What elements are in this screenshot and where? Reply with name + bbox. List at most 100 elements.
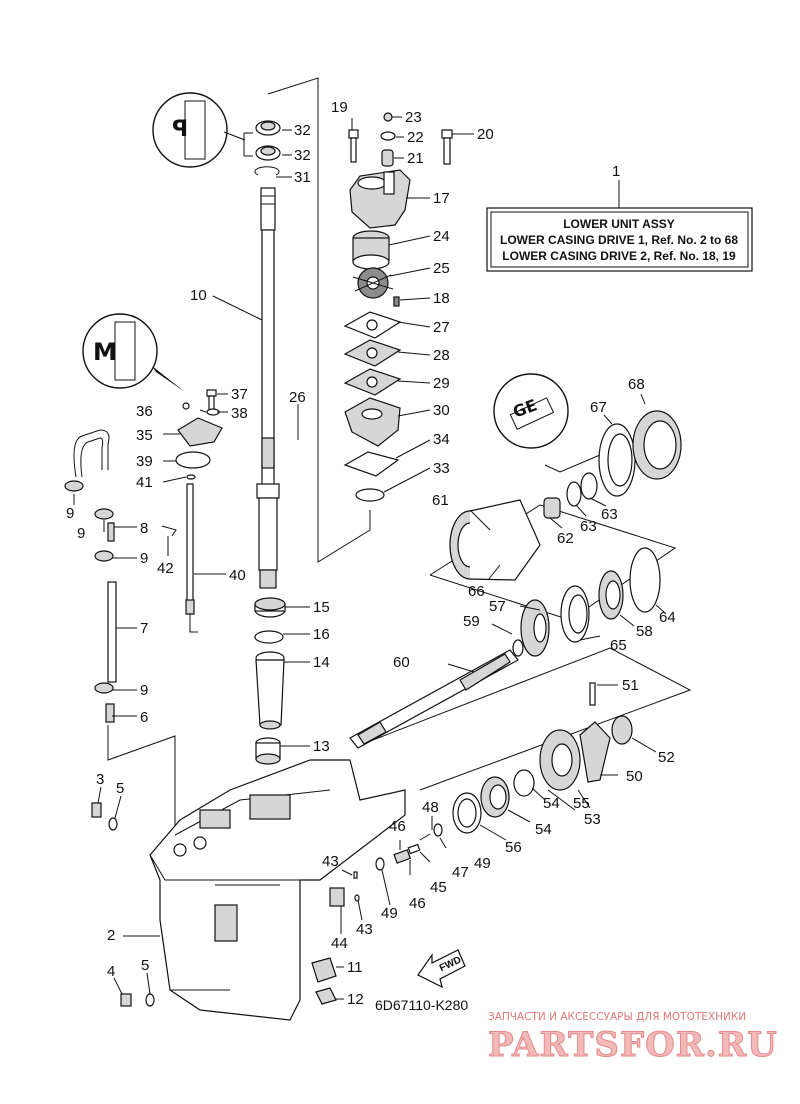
callout-43a: 43 <box>322 853 339 870</box>
callout-35: 35 <box>136 427 153 444</box>
callout-46b: 46 <box>409 895 426 912</box>
callout-68: 68 <box>628 376 645 393</box>
drive-shaft-assembly <box>254 120 286 765</box>
callout-15: 15 <box>313 599 330 616</box>
callout-19: 19 <box>331 99 348 116</box>
callout-6: 6 <box>140 709 148 726</box>
callout-16: 16 <box>313 626 330 643</box>
callout-44: 44 <box>331 935 348 952</box>
drawing-code: 6D67110-K280 <box>375 997 468 1013</box>
callout-48: 48 <box>422 799 439 816</box>
assembly-title: LOWER UNIT ASSY <box>563 217 675 231</box>
svg-text:ꟼ: ꟼ <box>172 117 188 142</box>
callout-61: 61 <box>432 492 449 509</box>
callout-64: 64 <box>659 609 676 626</box>
callout-49b: 49 <box>474 855 491 872</box>
callout-40: 40 <box>229 567 246 584</box>
callout-56: 56 <box>505 839 522 856</box>
callout-9c: 9 <box>140 550 148 567</box>
callout-53: 53 <box>584 811 601 828</box>
callout-54: 54 <box>543 795 560 812</box>
callout-63a: 63 <box>580 518 597 535</box>
callout-18: 18 <box>433 290 450 307</box>
callout-31: 31 <box>294 169 311 186</box>
callout-33: 33 <box>433 460 450 477</box>
callout-59: 59 <box>463 613 480 630</box>
callout-labels: 1 2 3 4 5 5 6 7 8 9 9 9 9 10 11 12 13 14… <box>66 99 676 1008</box>
callout-38: 38 <box>231 405 248 422</box>
watermark-logo: PARTSFOR.RU <box>488 1025 778 1065</box>
fasteners <box>91 802 443 1007</box>
callout-22: 22 <box>407 129 424 146</box>
callout-52: 52 <box>658 749 675 766</box>
callout-27: 27 <box>433 319 450 336</box>
callout-51: 51 <box>622 677 639 694</box>
callout-39: 39 <box>136 453 153 470</box>
grease-marking-icon: M <box>82 313 185 392</box>
callout-17: 17 <box>433 190 450 207</box>
callout-43b: 43 <box>356 921 373 938</box>
water-pump-stack <box>343 112 453 502</box>
thread-lock-icon: GE <box>493 373 569 449</box>
callout-10: 10 <box>190 287 207 304</box>
callout-58: 58 <box>636 623 653 640</box>
fwd-arrow: FWD <box>417 949 466 989</box>
callout-7: 7 <box>140 620 148 637</box>
callout-34: 34 <box>433 431 450 448</box>
callout-3: 3 <box>96 771 104 788</box>
callout-11: 11 <box>347 959 363 976</box>
assembly-line-2: LOWER CASING DRIVE 2, Ref. No. 18, 19 <box>502 249 736 263</box>
callout-13: 13 <box>313 738 330 755</box>
callout-63b: 63 <box>601 506 618 523</box>
callout-14: 14 <box>313 654 330 671</box>
watermark-tagline: ЗАПЧАСТИ И АКСЕССУАРЫ ДЛЯ МОТОТЕХНИКИ <box>488 1011 746 1023</box>
callout-28: 28 <box>433 347 450 364</box>
assembly-box: LOWER UNIT ASSY LOWER CASING DRIVE 1, Re… <box>486 180 753 272</box>
svg-text:M: M <box>93 338 117 366</box>
shift-rod-assembly <box>64 389 223 723</box>
callout-9a: 9 <box>66 505 74 522</box>
callout-1: 1 <box>612 163 620 180</box>
callout-66: 66 <box>468 583 485 600</box>
callout-5a: 5 <box>116 780 124 797</box>
callout-29: 29 <box>433 375 450 392</box>
callout-47: 47 <box>452 864 469 881</box>
callout-9d: 9 <box>140 682 148 699</box>
callout-50: 50 <box>626 768 643 785</box>
callout-42: 42 <box>157 560 174 577</box>
callout-8: 8 <box>140 520 148 537</box>
callout-45: 45 <box>430 879 447 896</box>
callout-12: 12 <box>347 991 364 1008</box>
callout-32a: 32 <box>294 122 311 139</box>
callout-54b: 55 <box>573 795 590 812</box>
callout-67: 67 <box>590 399 607 416</box>
callout-36: 36 <box>136 403 153 420</box>
callout-62: 62 <box>557 530 574 547</box>
callout-25: 25 <box>433 260 450 277</box>
lower-casing <box>149 759 406 1021</box>
assembly-line-1: LOWER CASING DRIVE 1, Ref. No. 2 to 68 <box>500 233 738 247</box>
callout-65: 65 <box>610 637 627 654</box>
callout-9b: 9 <box>77 525 85 542</box>
callout-5b: 5 <box>141 957 149 974</box>
watermark: ЗАПЧАСТИ И АКСЕССУАРЫ ДЛЯ МОТОТЕХНИКИ PA… <box>488 1011 778 1066</box>
callout-37: 37 <box>231 386 248 403</box>
sealant-marking-icon: ꟼ <box>152 92 246 168</box>
propeller-shaft-assembly <box>349 410 682 834</box>
callout-57: 57 <box>489 598 506 615</box>
callout-26: 26 <box>289 389 306 406</box>
callout-4: 4 <box>107 963 115 980</box>
callout-49a: 49 <box>381 905 398 922</box>
callout-41: 41 <box>136 474 153 491</box>
leader-lines <box>73 116 665 1000</box>
callout-60: 60 <box>393 654 410 671</box>
callout-55: 54 <box>535 821 552 838</box>
callout-46a: 46 <box>389 818 406 835</box>
callout-24: 24 <box>433 228 450 245</box>
callout-21: 21 <box>407 150 424 167</box>
callout-30: 30 <box>433 402 450 419</box>
callout-20: 20 <box>477 126 494 143</box>
callout-23: 23 <box>405 109 422 126</box>
callout-2: 2 <box>107 927 115 944</box>
